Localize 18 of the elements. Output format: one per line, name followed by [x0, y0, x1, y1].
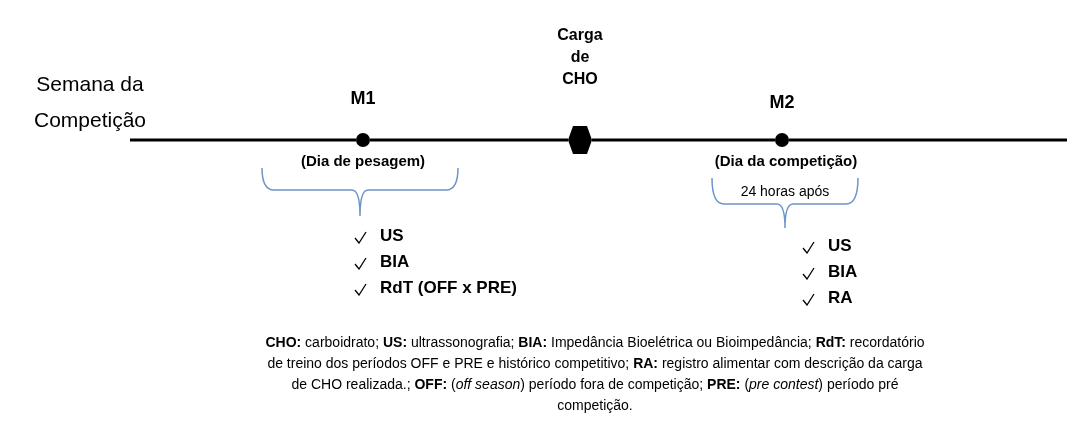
milestone-caption: (Dia da competição) [713, 152, 859, 169]
check-item: BIA [828, 262, 858, 282]
axis-title: Semana da Competição [32, 71, 148, 133]
milestone-label: M1 [349, 88, 377, 109]
milestone-label: M2 [768, 92, 796, 113]
timeline-segment [592, 138, 775, 142]
legend-note: CHO: carboidrato; US: ultrassonografia; BIA: Impedância Bioelétrica ou Bioimpedância; RdT: recordatório de treino dos períodos OFF e PRE e histórico competitivo; RA: registro alimentar com descrição da carga de CHO realizada.; OFF: (off season) período fora de competição; PRE: (pre contest) período pré competição. [265, 333, 925, 415]
check-item: US [380, 226, 404, 246]
time-note: 24 horas após [739, 183, 831, 199]
milestone-caption: (Dia de pesagem) [299, 152, 427, 169]
check-item: US [828, 236, 852, 256]
check-item: RdT (OFF x PRE) [380, 278, 517, 298]
timeline-segment [789, 138, 1067, 142]
check-item: RA [828, 288, 853, 308]
check-item: BIA [380, 252, 410, 272]
timeline-segment [370, 138, 568, 142]
timeline-segment [130, 138, 356, 142]
event-label: Carga de CHO [556, 25, 604, 89]
